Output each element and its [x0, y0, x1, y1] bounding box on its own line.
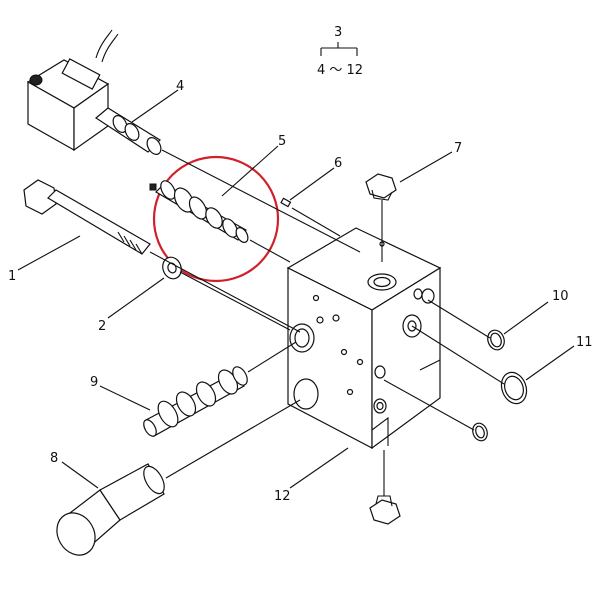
callout-6: 6: [334, 156, 342, 171]
group-bracket: 3 4 ～ 12: [317, 25, 363, 78]
pin: [280, 197, 292, 208]
relief-valve: [56, 463, 165, 556]
plug-top: [365, 173, 397, 262]
manifold-block: [286, 227, 442, 450]
highlight-circle: [152, 155, 280, 283]
cartridge-valve-9: [143, 366, 248, 437]
callout-11: 11: [576, 335, 593, 350]
washer: [162, 256, 182, 280]
callout-5: 5: [278, 134, 286, 149]
callouts: 1 2 4 5 6 7 8 9 10 11 12: [8, 79, 593, 504]
callout-2: 2: [98, 319, 106, 334]
callout-3: 3: [334, 25, 342, 40]
callout-9: 9: [90, 375, 98, 390]
callout-8: 8: [50, 451, 58, 466]
plug-bottom: [369, 450, 401, 525]
solenoid-coil: [26, 29, 162, 155]
callout-1: 1: [8, 269, 16, 284]
o-rings: [472, 329, 528, 442]
group-range-label: 4 ～ 12: [317, 63, 363, 78]
assembly-lines: [149, 149, 505, 479]
callout-7: 7: [454, 141, 462, 156]
bolt: [23, 179, 151, 255]
leader-lines: [17, 89, 575, 489]
callout-12: 12: [274, 489, 291, 504]
callout-4: 4: [176, 79, 184, 94]
callout-10: 10: [552, 289, 569, 304]
cartridge-valve-highlighted: [149, 155, 280, 283]
